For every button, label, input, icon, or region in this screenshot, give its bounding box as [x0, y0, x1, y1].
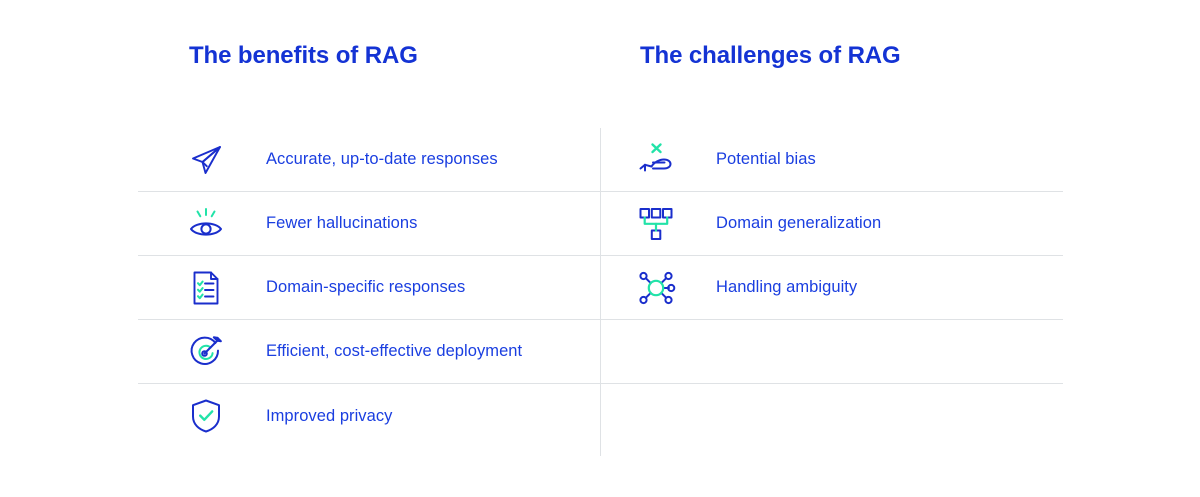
- target-dart-icon: [180, 330, 232, 374]
- hierarchy-nodes-icon: [630, 202, 682, 246]
- list-item: Domain generalization: [600, 192, 1063, 256]
- list-item: Handling ambiguity: [600, 256, 1063, 320]
- page-title-challenges: The challenges of RAG: [640, 42, 901, 69]
- list-item-label: Improved privacy: [266, 406, 393, 425]
- list-item: Accurate, up-to-date responses: [138, 128, 600, 192]
- challenges-list: Potential bias Domain general: [600, 128, 1063, 448]
- hand-x-bias-icon: [630, 138, 682, 182]
- column-divider: [600, 128, 601, 456]
- benefits-list: Accurate, up-to-date responses Fewer hal…: [138, 128, 600, 448]
- list-item: Improved privacy: [138, 384, 600, 448]
- list-item: Fewer hallucinations: [138, 192, 600, 256]
- list-item: Potential bias: [600, 128, 1063, 192]
- list-item-label: Accurate, up-to-date responses: [266, 150, 498, 168]
- paper-plane-icon: [180, 138, 232, 182]
- list-item-label: Efficient, cost-effective deployment: [266, 342, 523, 360]
- list-item-label: Domain generalization: [716, 214, 882, 232]
- list-item-label: Handling ambiguity: [716, 278, 858, 296]
- page-title-benefits: The benefits of RAG: [189, 42, 418, 69]
- list-item-placeholder: [600, 384, 1063, 448]
- list-item: Efficient, cost-effective deployment: [138, 320, 600, 384]
- list-item-label: Potential bias: [716, 150, 816, 168]
- list-item: Domain-specific responses: [138, 256, 600, 320]
- document-checklist-icon: [180, 266, 232, 310]
- shield-check-icon: [180, 394, 232, 438]
- list-item-label: Domain-specific responses: [266, 278, 466, 296]
- list-item-placeholder: [600, 320, 1063, 384]
- eye-insight-icon: [180, 202, 232, 246]
- network-ambiguity-icon: [630, 266, 682, 310]
- list-item-label: Fewer hallucinations: [266, 214, 418, 232]
